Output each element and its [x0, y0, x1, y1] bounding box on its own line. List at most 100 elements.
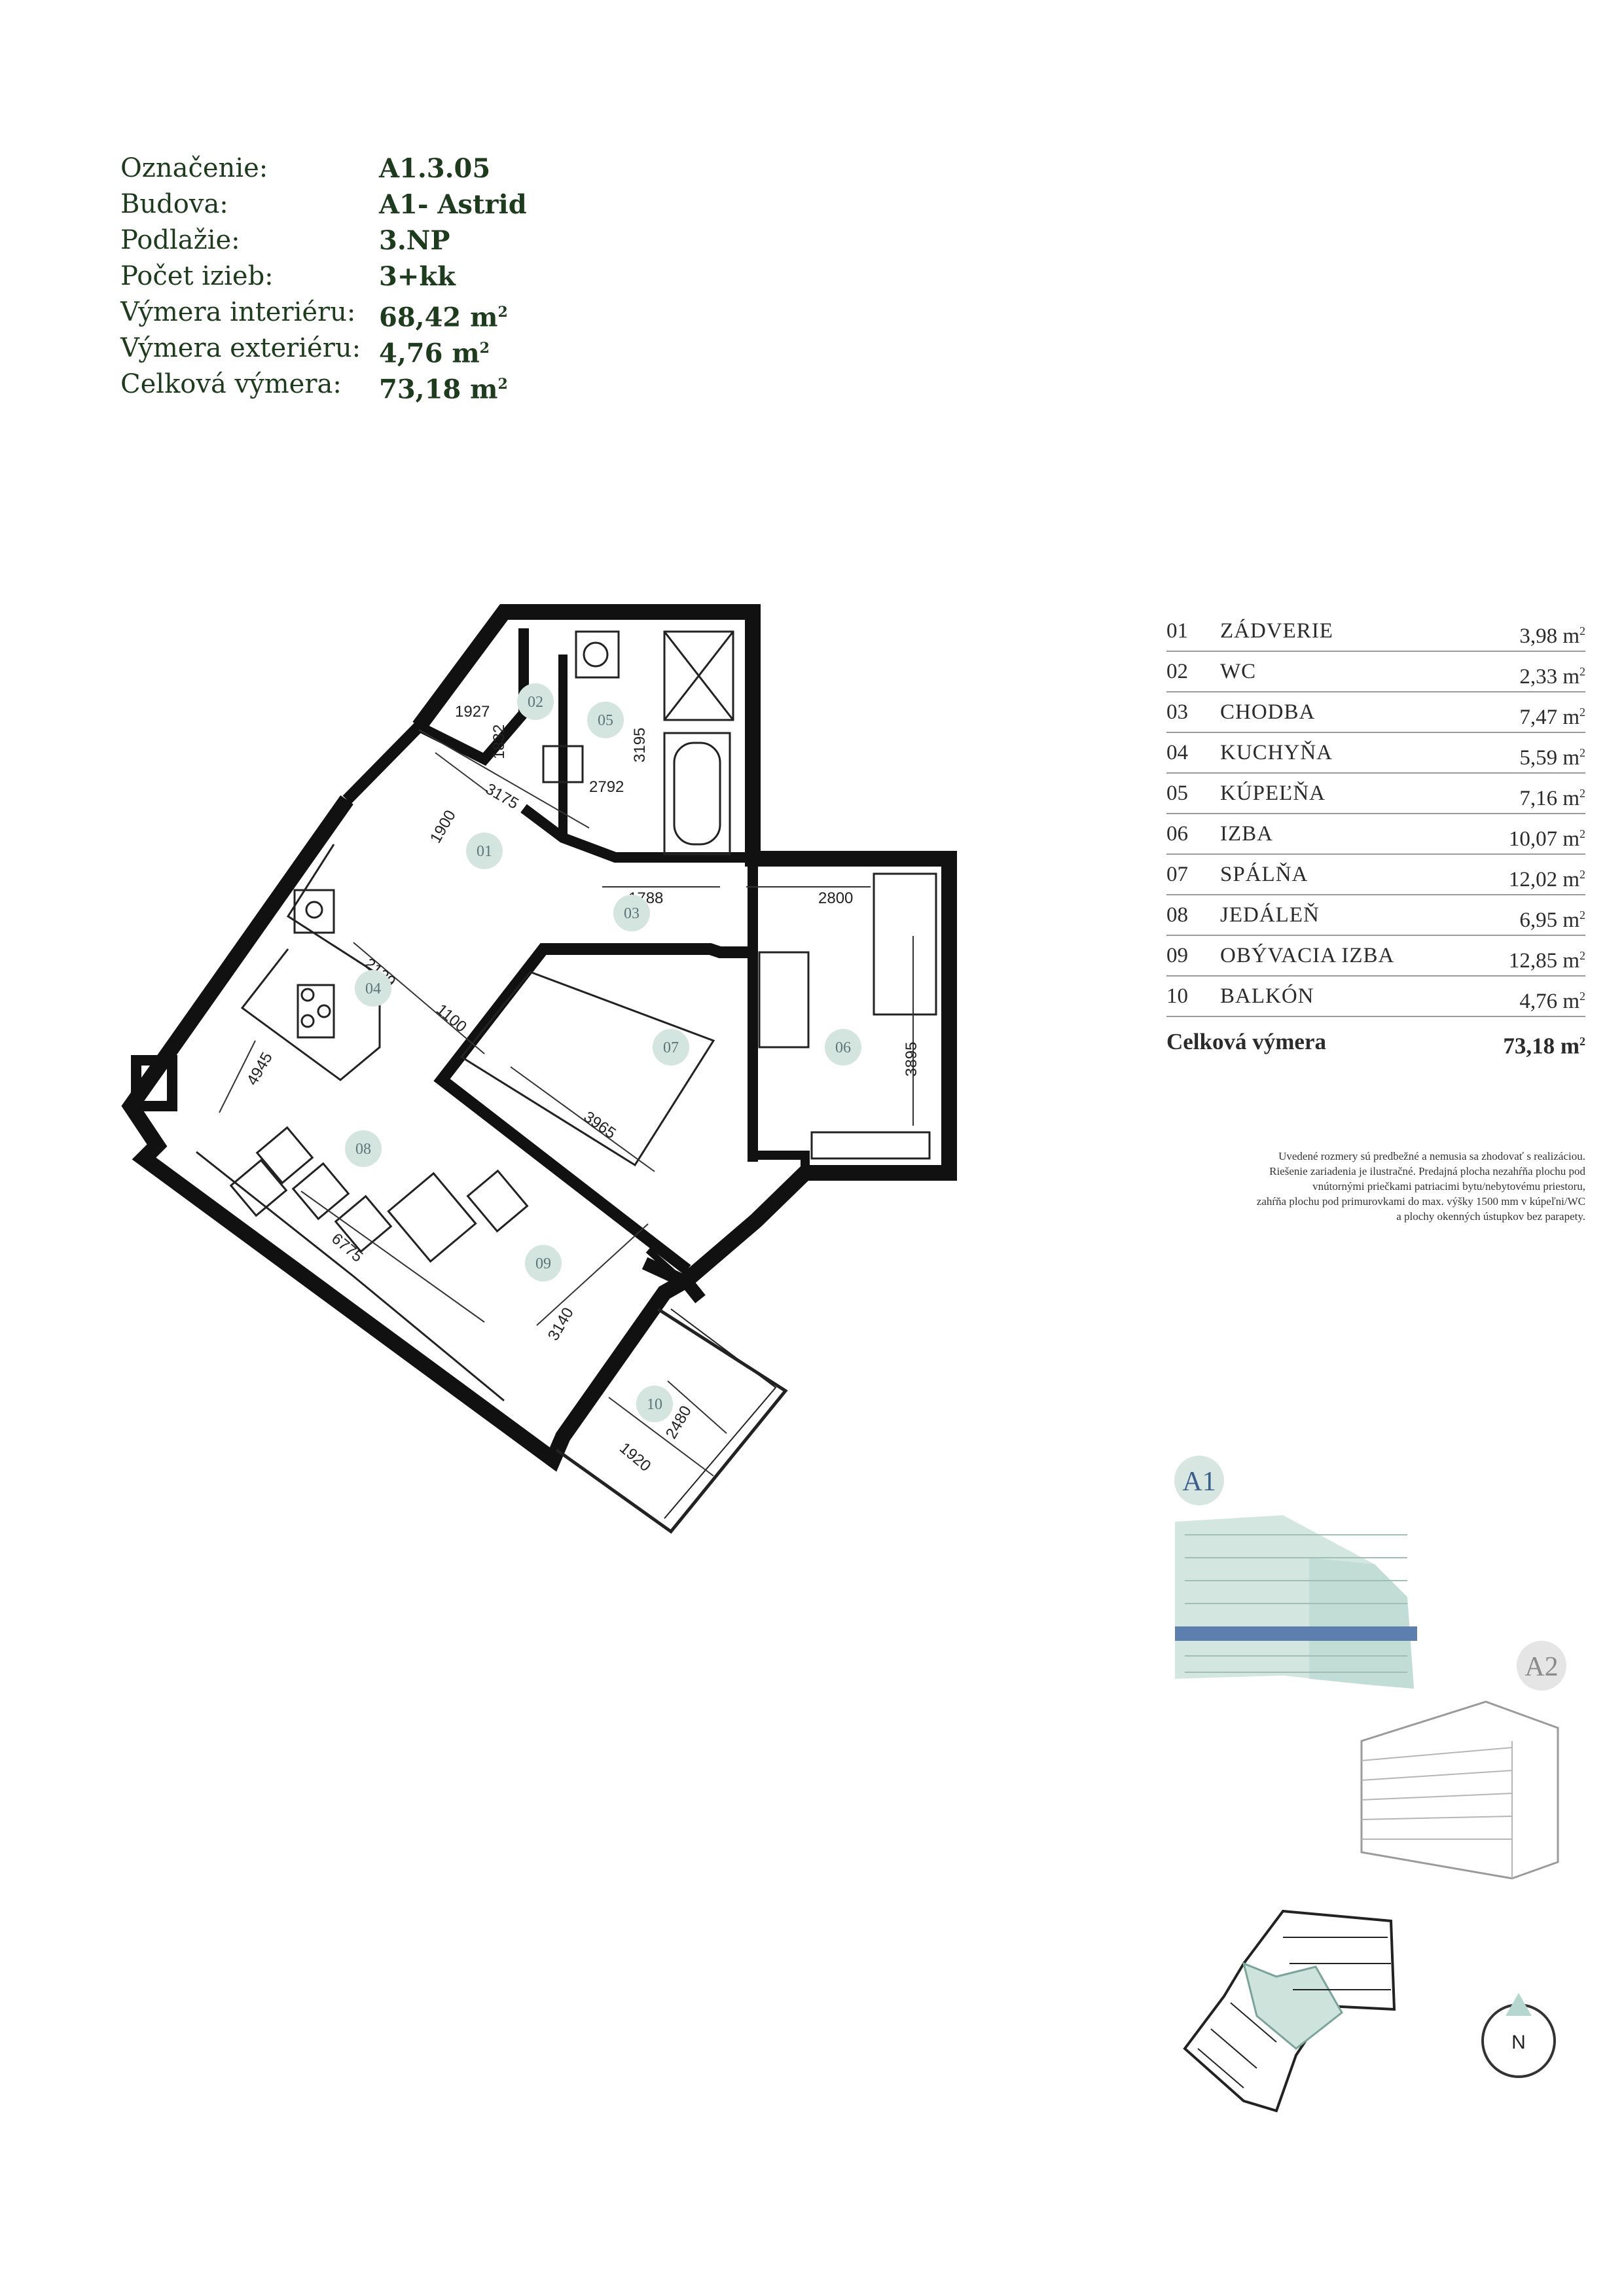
disclaimer-note: Uvedené rozmery sú predbežné a nemusia s… — [1152, 1149, 1585, 1224]
room-area: 4,76 m2 — [1487, 977, 1585, 1016]
info-label: Podlažie: — [120, 225, 240, 255]
dimension-label: 3140 — [545, 1304, 577, 1344]
unit-superscript: 2 — [1579, 868, 1585, 881]
dimension-label: 3195 — [631, 728, 649, 762]
total-area-text: 73,18 m — [1503, 1033, 1579, 1059]
info-label: Počet izieb: — [120, 261, 274, 291]
dimension-label: 2792 — [589, 778, 624, 796]
room-name: ZÁDVERIE — [1220, 619, 1333, 643]
total-row: Celková výmera 73,18 m2 — [1166, 1017, 1585, 1066]
room-badge-label: 04 — [365, 980, 381, 997]
dimension-label: 1832 — [490, 725, 508, 759]
unit-superscript: 2 — [497, 304, 508, 321]
building-a2-shape — [1360, 1700, 1559, 1880]
building-a2-label: A2 — [1525, 1652, 1558, 1682]
building-a2-windows — [1361, 1741, 1513, 1878]
note-line: vnútornými priečkami patriacimi bytu/neb… — [1312, 1180, 1585, 1193]
room-badge-label: 10 — [647, 1396, 662, 1413]
info-value: A1.3.05 — [379, 153, 491, 184]
room-number: 04 — [1166, 741, 1188, 764]
unit-superscript: 2 — [1579, 827, 1585, 840]
room-name: OBÝVACIA IZBA — [1220, 944, 1395, 967]
room-name: KUCHYŇA — [1220, 741, 1333, 764]
info-row-floor: Podlažie: 3.NP — [120, 223, 527, 259]
room-badge-label: 07 — [663, 1039, 679, 1056]
bathroom-fixtures — [542, 630, 734, 855]
site-plan — [1183, 1909, 1396, 2113]
room-area-text: 12,85 m — [1508, 949, 1579, 973]
room-number: 09 — [1166, 944, 1188, 967]
building-a1-windows — [1185, 1534, 1407, 1673]
room-number: 10 — [1166, 984, 1188, 1008]
info-row-interior-area: Výmera interiéru: 68,42 m2 — [120, 295, 527, 332]
info-label: Označenie: — [120, 153, 268, 183]
room-area: 3,98 m2 — [1487, 611, 1585, 651]
dimension-lines — [219, 729, 914, 1477]
room-badge-label: 03 — [624, 905, 640, 922]
room-name: IZBA — [1220, 822, 1273, 846]
info-row-exterior-area: Výmera exteriéru: 4,76 m2 — [120, 331, 527, 368]
room-badges: 01 02 03 04 05 06 07 08 09 10 — [345, 683, 861, 1422]
dimension-label: 3965 — [581, 1108, 619, 1143]
room-badge — [825, 1029, 861, 1066]
corner-pillar — [131, 1055, 177, 1111]
room-area-text: 3,98 m — [1519, 624, 1579, 648]
info-row-rooms: Počet izieb: 3+kk — [120, 259, 527, 295]
info-row-designation: Označenie: A1.3.05 — [120, 151, 527, 187]
room-area-text: 4,76 m — [1519, 990, 1579, 1013]
room-area-text: 7,47 m — [1519, 706, 1579, 729]
info-label: Budova: — [120, 189, 228, 219]
room-number: 06 — [1166, 822, 1188, 846]
info-value: 3.NP — [379, 225, 450, 256]
unit-superscript: 2 — [497, 376, 508, 393]
room-row: 06 IZBA 10,07 m2 — [1166, 814, 1585, 855]
room-badge — [355, 970, 391, 1007]
building-a1-badge — [1174, 1456, 1224, 1505]
info-row-total-area: Celková výmera: 73,18 m2 — [120, 367, 527, 404]
unit-info: Označenie: A1.3.05 Budova: A1- Astrid Po… — [120, 151, 527, 404]
room-number: 07 — [1166, 863, 1188, 886]
info-value: 3+kk — [379, 261, 456, 292]
outer-walls — [121, 604, 957, 1472]
compass-label: N — [1511, 2032, 1526, 2053]
info-label: Celková výmera: — [120, 369, 342, 399]
info-row-building: Budova: A1- Astrid — [120, 187, 527, 223]
room-badge-label: 02 — [528, 694, 543, 711]
room-area-text: 10,07 m — [1508, 827, 1579, 851]
unit-superscript: 2 — [1579, 706, 1585, 719]
building-a1-label: A1 — [1182, 1467, 1216, 1497]
kitchen-counter — [240, 844, 381, 1081]
dimension-label: 1900 — [427, 807, 460, 846]
room-area: 7,16 m2 — [1487, 774, 1585, 813]
room-area: 7,47 m2 — [1487, 692, 1585, 732]
total-area: 73,18 m2 — [1503, 1017, 1585, 1066]
room-badge — [587, 702, 624, 738]
unit-superscript: 2 — [1579, 1035, 1585, 1048]
unit-superscript: 2 — [1579, 990, 1585, 1003]
note-line: Riešenie zariadenia je ilustračné. Preda… — [1269, 1165, 1585, 1177]
compass-icon: N — [1481, 1993, 1556, 2078]
info-value: 4,76 m2 — [379, 331, 490, 368]
info-value: A1- Astrid — [379, 189, 527, 220]
room-badge-label: 08 — [355, 1141, 371, 1158]
room-badge-label: 06 — [835, 1039, 851, 1056]
unit-superscript: 2 — [1579, 665, 1585, 678]
room-number: 02 — [1166, 660, 1188, 683]
room-number: 05 — [1166, 781, 1188, 805]
building-a1-shade — [1309, 1558, 1414, 1689]
room-area-text: 7,16 m — [1519, 787, 1579, 810]
room-number: 03 — [1166, 700, 1188, 724]
dimension-label: 1920 — [616, 1439, 654, 1475]
room-badge — [345, 1130, 382, 1167]
info-label: Výmera interiéru: — [120, 297, 356, 327]
building-a2-badge — [1517, 1641, 1566, 1691]
building-a1-floor-highlight — [1175, 1626, 1417, 1641]
note-line: zahŕňa plochu pod primurovkami do max. v… — [1256, 1195, 1585, 1208]
total-label: Celková výmera — [1166, 1029, 1326, 1054]
